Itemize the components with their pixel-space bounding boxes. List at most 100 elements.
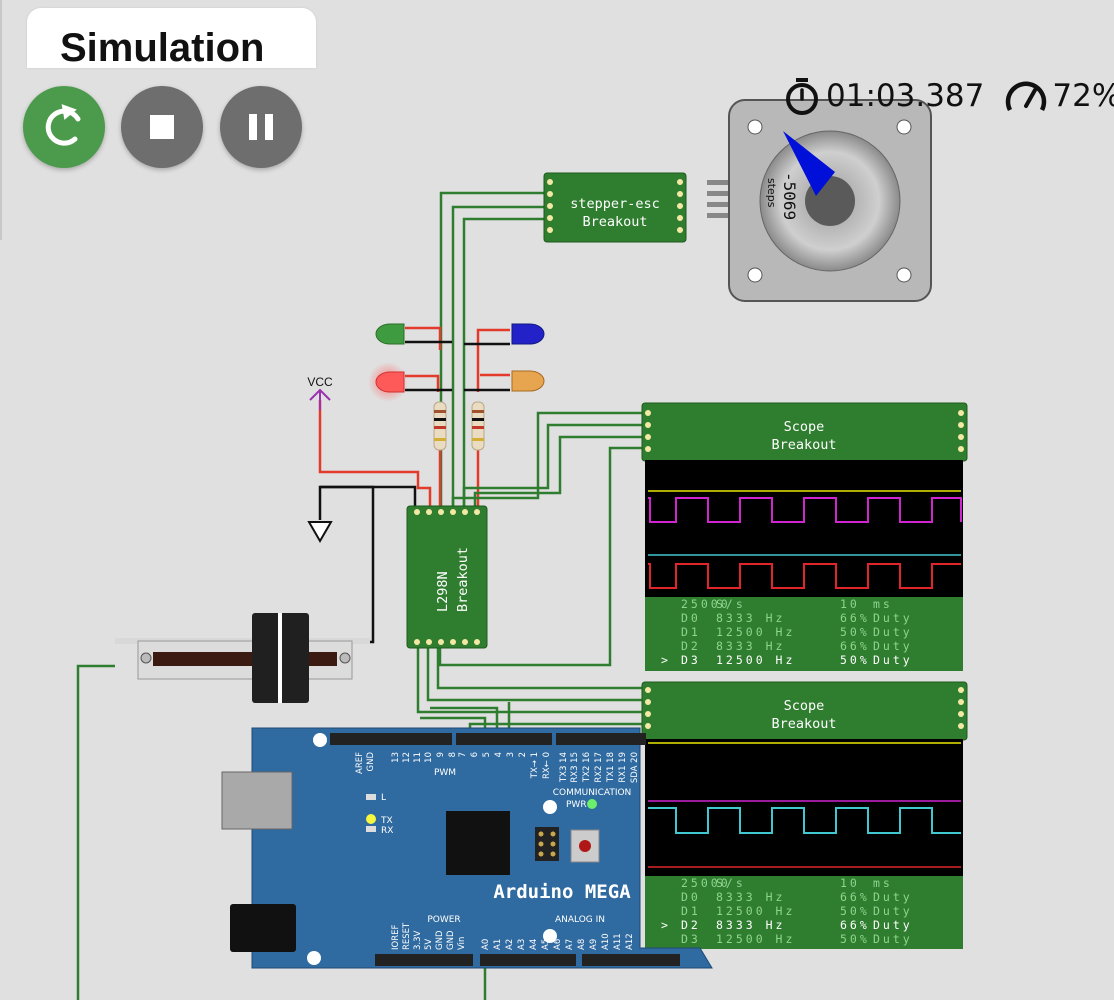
pin-label: TX→ 1 (530, 752, 540, 779)
pin-label: TX1 18 (606, 752, 616, 783)
arduino-mega[interactable] (221, 727, 713, 969)
pin-label: TX3 14 (559, 752, 569, 783)
scope-row-channel: D3 (681, 932, 701, 946)
scope-row-duty-value: 66% (840, 918, 870, 932)
vcc-label: VCC (307, 375, 333, 389)
pin-label: RX← 0 (542, 752, 552, 779)
l298n-title: L298N (435, 571, 451, 612)
restart-button[interactable] (23, 86, 105, 168)
wire-led-red-red (405, 374, 440, 392)
wire-scope2-d0 (416, 645, 645, 714)
scope-row-duty-label: Duty (873, 625, 913, 639)
scope-row-channel: D0 (681, 611, 701, 625)
led-orange[interactable] (511, 370, 545, 392)
wire-esc-2 (451, 205, 545, 510)
led-tx (366, 814, 376, 824)
led-rx (366, 826, 376, 832)
vcc-symbol[interactable] (309, 388, 331, 410)
pwr-label: PWR (566, 800, 587, 810)
scope-1-subtitle: Breakout (771, 437, 836, 453)
left-edge-divider (0, 0, 2, 240)
scope-row-frequency: S/s (716, 597, 746, 611)
stepper-esc-subtitle: Breakout (582, 214, 647, 230)
scope-2[interactable] (641, 681, 968, 949)
simulation-speed: 72% (1052, 78, 1114, 114)
scope-row-duty-value: 10 (840, 876, 860, 890)
pin-label: 13 (391, 752, 401, 763)
scope-row-channel: D3 (681, 653, 701, 667)
mcu-chip (446, 811, 510, 875)
pin-label: GND (446, 930, 456, 950)
analog-in-label: ANALOG IN (555, 915, 605, 925)
simulation-status: 01:03.387 72% (782, 74, 1114, 118)
gnd-symbol[interactable] (307, 521, 333, 543)
scope-row-frequency: 12500 Hz (716, 653, 795, 667)
pin-label: 4 (494, 752, 504, 757)
scope-row-channel: D1 (681, 904, 701, 918)
resistor-2[interactable] (471, 401, 485, 451)
pin-label: A1 (493, 939, 503, 950)
pin-label: SDA 20 (630, 752, 640, 783)
l298n-breakout[interactable] (406, 505, 488, 649)
pin-label: A8 (577, 939, 587, 950)
pin-label: A6 (553, 939, 563, 950)
scope-row-duty-value: 66% (840, 890, 870, 904)
stop-button[interactable] (121, 86, 203, 168)
stop-icon (150, 115, 174, 139)
scope-row-channel: D1 (681, 625, 701, 639)
pin-label: RX3 15 (570, 752, 580, 783)
stepper-steps-unit: steps (765, 178, 778, 208)
scope-row-duty-label: Duty (873, 890, 913, 904)
pin-label: RX2 17 (594, 752, 604, 783)
scope-row-duty-label: ms (873, 876, 893, 890)
pause-icon (249, 114, 273, 140)
simulation-time: 01:03.387 (826, 78, 985, 114)
stepper-esc-breakout[interactable] (543, 172, 687, 243)
arduino-name: Arduino MEGA (493, 881, 631, 903)
pwm-label: PWM (434, 768, 456, 778)
wire-led-blue-red (476, 328, 510, 392)
pin-label: RX1 19 (618, 752, 628, 783)
led-blue[interactable] (511, 323, 545, 345)
led-green[interactable] (375, 323, 405, 345)
pin-label: TX2 16 (582, 752, 592, 783)
pin-label: 5 (482, 752, 492, 757)
scope-row-channel: 25000 (681, 876, 731, 890)
resistor-1[interactable] (433, 401, 447, 451)
led-rx-label: RX (381, 826, 393, 836)
speedometer-icon (1006, 81, 1047, 112)
led-l (366, 794, 376, 800)
scope-row-duty-label: Duty (873, 904, 913, 918)
pin-label: A5 (541, 939, 551, 950)
pin-label: A9 (589, 939, 599, 950)
stepper-motor[interactable] (707, 99, 932, 302)
scope-row-duty-label: Duty (873, 639, 913, 653)
l298n-subtitle: Breakout (455, 547, 471, 612)
power-jack (230, 904, 296, 952)
pin-label: A2 (505, 939, 515, 950)
wire-esc-1 (439, 191, 545, 510)
simulation-tab[interactable]: Simulation (27, 8, 316, 70)
slide-potentiometer[interactable] (115, 613, 370, 703)
scope-row-frequency: 12500 Hz (716, 932, 795, 946)
pin-label: Vin (457, 937, 467, 950)
pause-button[interactable] (220, 86, 302, 168)
wire-scope1-d3 (438, 446, 645, 667)
scope-row-channel: D2 (681, 639, 701, 653)
pin-label: A0 (481, 939, 491, 950)
wire-led-green-red (405, 326, 442, 350)
scope-row-cursor: > (661, 653, 671, 667)
pin-label: 10 (424, 752, 434, 763)
led-red[interactable] (368, 362, 408, 402)
scope-row-channel: 25000 (681, 597, 731, 611)
scope-row-duty-label: Duty (873, 653, 913, 667)
wire-scope2-d1 (426, 645, 645, 702)
scope-2-title: Scope (784, 698, 825, 714)
scope-1[interactable] (641, 402, 968, 671)
stepper-steps-value: -5069 (780, 172, 799, 220)
wire-gnd-2 (320, 485, 417, 510)
scope-row-duty-value: 50% (840, 653, 870, 667)
